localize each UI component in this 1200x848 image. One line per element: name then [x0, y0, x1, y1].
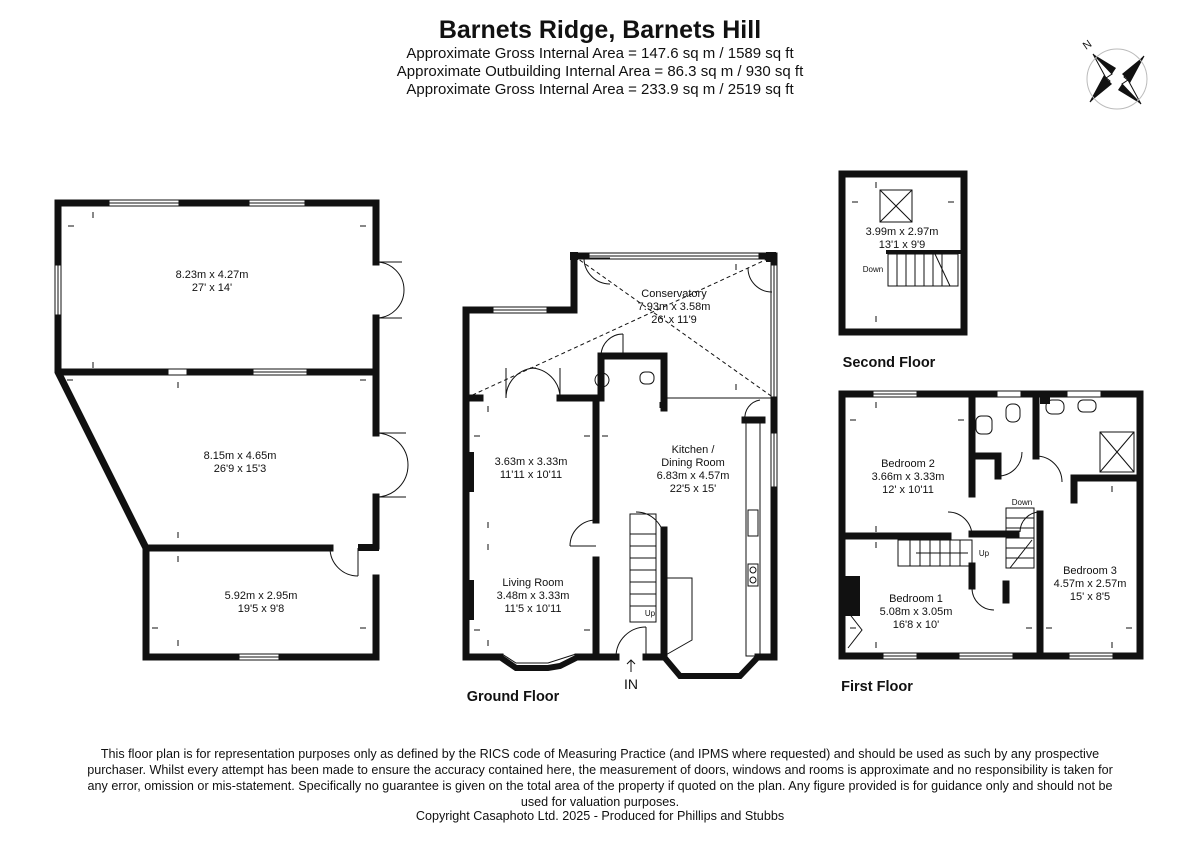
outbuilding-plan: 8.23m x 4.27m 27' x 14' 8.15m x 4.65m 26…	[54, 199, 409, 661]
first-floor-stairs-up-label: Up	[979, 549, 990, 558]
kitchen-dim-ft: 22'5 x 15'	[670, 483, 716, 495]
outbuilding-room1-dim-ft: 27' x 14'	[192, 282, 232, 294]
conservatory-dim-m: 7.93m x 3.58m	[638, 301, 711, 313]
outbuilding-area-line: Approximate Outbuilding Internal Area = …	[396, 63, 804, 80]
sitting-room-dim-ft: 11'11 x 10'11	[500, 469, 562, 481]
conservatory-dim-ft: 26' x 11'9	[651, 314, 697, 326]
kitchen-label-line2: Dining Room	[661, 457, 725, 469]
entrance-label: IN	[624, 676, 638, 692]
total-area-line: Approximate Gross Internal Area = 233.9 …	[406, 81, 794, 98]
bedroom3-dim-m: 4.57m x 2.57m	[1054, 578, 1127, 590]
first-floor-plan: Bedroom 2 3.66m x 3.33m 12' x 10'11 Bedr…	[838, 390, 1144, 695]
bedroom2-dim-ft: 12' x 10'11	[882, 484, 934, 496]
first-floor-label: First Floor	[841, 679, 913, 695]
bedroom3-dim-ft: 15' x 8'5	[1070, 591, 1110, 603]
living-room-label: Living Room	[502, 577, 563, 589]
kitchen-dim-m: 6.83m x 4.57m	[657, 470, 730, 482]
outbuilding-room3-dim-ft: 19'5 x 9'8	[238, 603, 284, 615]
outbuilding-room3-dim-m: 5.92m x 2.95m	[225, 590, 298, 602]
second-floor-room-dim-ft: 13'1 x 9'9	[879, 239, 925, 251]
bedroom2-label: Bedroom 2	[881, 458, 935, 470]
kitchen-label-line1: Kitchen /	[672, 444, 716, 456]
bedroom2-dim-m: 3.66m x 3.33m	[872, 471, 945, 483]
second-floor-label: Second Floor	[843, 355, 936, 371]
copyright-text: Copyright Casaphoto Ltd. 2025 - Produced…	[415, 809, 785, 823]
living-room-dim-m: 3.48m x 3.33m	[497, 590, 570, 602]
bedroom1-label: Bedroom 1	[889, 593, 943, 605]
disclaimer-text: This floor plan is for representation pu…	[87, 747, 1113, 809]
bedroom1-dim-m: 5.08m x 3.05m	[880, 606, 953, 618]
compass-north-label: N	[1081, 38, 1094, 52]
plan-title: Barnets Ridge, Barnets Hill	[438, 16, 762, 44]
outbuilding-room2-dim-m: 8.15m x 4.65m	[204, 450, 277, 462]
conservatory-label: Conservatory	[641, 288, 707, 300]
living-room-dim-ft: 11'5 x 10'11	[504, 603, 561, 615]
outbuilding-room1-dim-m: 8.23m x 4.27m	[176, 269, 249, 281]
bedroom1-dim-ft: 16'8 x 10'	[893, 619, 939, 631]
bedroom3-label: Bedroom 3	[1063, 565, 1117, 577]
second-floor-stairs-label: Down	[863, 265, 883, 274]
second-floor-room-dim-m: 3.99m x 2.97m	[866, 226, 939, 238]
second-floor-plan: 3.99m x 2.97m 13'1 x 9'9 Down Second Flo…	[838, 170, 968, 371]
ground-stairs-up-label: Up	[645, 609, 656, 618]
ground-floor-label: Ground Floor	[467, 689, 560, 705]
sitting-room-dim-m: 3.63m x 3.33m	[495, 456, 568, 468]
first-floor-stairs-down-label: Down	[1012, 498, 1032, 507]
compass-rose-icon: N	[1081, 38, 1148, 110]
gross-area-line: Approximate Gross Internal Area = 147.6 …	[406, 45, 794, 62]
ground-floor-plan: Conservatory 7.93m x 3.58m 26' x 11'9 3.…	[462, 252, 778, 705]
outbuilding-room2-dim-ft: 26'9 x 15'3	[214, 463, 267, 475]
